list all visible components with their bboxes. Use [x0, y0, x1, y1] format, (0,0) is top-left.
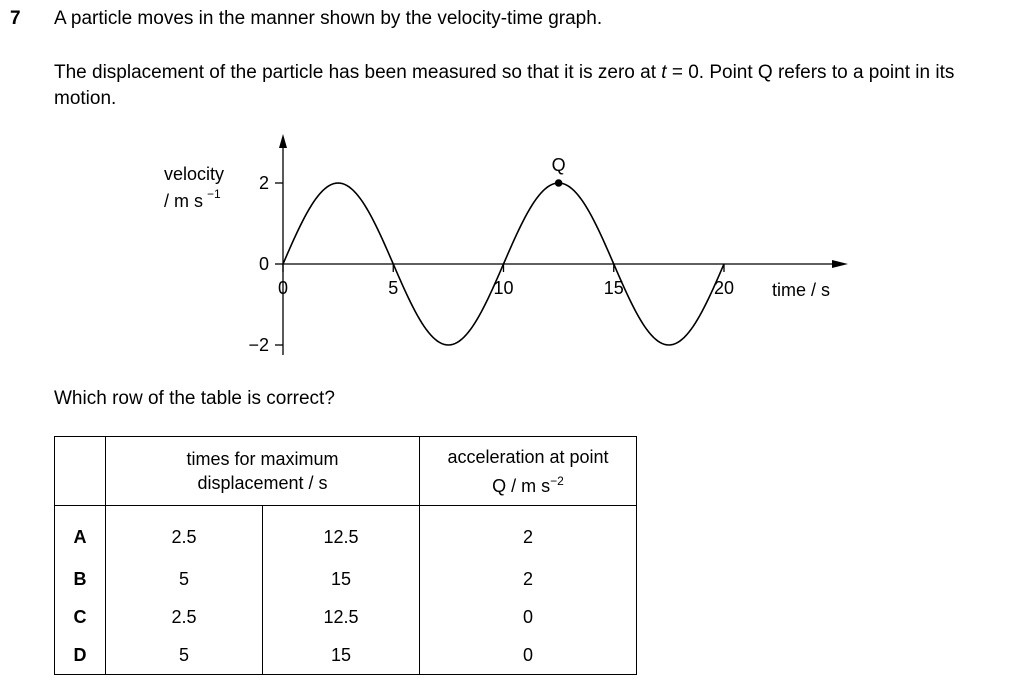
x-axis-label: time / s — [772, 280, 830, 300]
point-q-marker — [554, 179, 563, 187]
header-max-displacement-times: times for maximum displacement / s — [105, 436, 420, 506]
acceleration-cell: 2 — [419, 505, 637, 560]
option-letter: A — [54, 505, 106, 560]
option-letter: D — [54, 636, 106, 675]
y-tick-label: −2 — [248, 335, 269, 355]
option-letter: B — [54, 560, 106, 598]
graph-curve — [282, 179, 725, 346]
header-acceleration: acceleration at point Q / m s−2 — [419, 436, 637, 506]
header-col2-wrap: acceleration at point Q / m s−2 — [443, 445, 613, 498]
header-col2-text: acceleration at point Q / m s — [447, 446, 609, 496]
time-2-cell: 12.5 — [262, 505, 420, 560]
question-context: The displacement of the particle has bee… — [54, 60, 1014, 112]
x-tick-label: 5 — [388, 278, 398, 298]
table-row[interactable]: C 2.5 12.5 0 — [54, 598, 637, 636]
time-1-cell: 2.5 — [105, 505, 263, 560]
time-2-cell: 12.5 — [262, 598, 420, 636]
question-intro: A particle moves in the manner shown by … — [54, 8, 603, 29]
time-1-cell: 5 — [105, 560, 263, 598]
header-col1-text: times for maximum displacement / s — [186, 449, 339, 493]
header-blank-cell — [54, 436, 106, 506]
y-axis-arrow — [279, 134, 287, 148]
time-2-cell: 15 — [262, 560, 420, 598]
graph-axes — [279, 134, 848, 355]
question-prompt: Which row of the table is correct? — [54, 388, 335, 409]
x-tick-label: 10 — [493, 278, 513, 298]
time-1-cell: 2.5 — [105, 598, 263, 636]
y-axis-label-line2: / m s — [164, 191, 203, 211]
x-tick-label: 15 — [604, 278, 624, 298]
time-2-cell: 15 — [262, 636, 420, 675]
acceleration-cell: 2 — [419, 560, 637, 598]
x-tick-label: 20 — [714, 278, 734, 298]
y-axis-label-line1: velocity — [164, 164, 224, 184]
y-tick-label: 2 — [259, 173, 269, 193]
context-variable-t: t — [661, 62, 667, 83]
point-q-label: Q — [552, 155, 566, 175]
option-letter: C — [54, 598, 106, 636]
x-axis-arrow — [832, 260, 848, 268]
table-row[interactable]: D 5 15 0 — [54, 636, 637, 675]
time-1-cell: 5 — [105, 636, 263, 675]
table-row[interactable]: B 5 15 2 — [54, 560, 637, 598]
context-text-1: The displacement of the particle has bee… — [54, 62, 662, 83]
table-row[interactable]: A 2.5 12.5 2 — [54, 505, 637, 560]
header-col2-sup: −2 — [550, 473, 564, 488]
acceleration-cell: 0 — [419, 598, 637, 636]
x-tick-label: 0 — [278, 278, 288, 298]
table-header-row: times for maximum displacement / s accel… — [54, 436, 637, 506]
answer-table: times for maximum displacement / s accel… — [54, 436, 637, 675]
velocity-curve — [282, 182, 725, 346]
context-text-2: = 0. Point Q refers to a point in its mo… — [54, 62, 955, 109]
y-axis-label-sup: −1 — [207, 187, 221, 201]
question-number: 7 — [10, 8, 21, 29]
y-tick-label: 0 — [259, 254, 269, 274]
acceleration-cell: 0 — [419, 636, 637, 675]
